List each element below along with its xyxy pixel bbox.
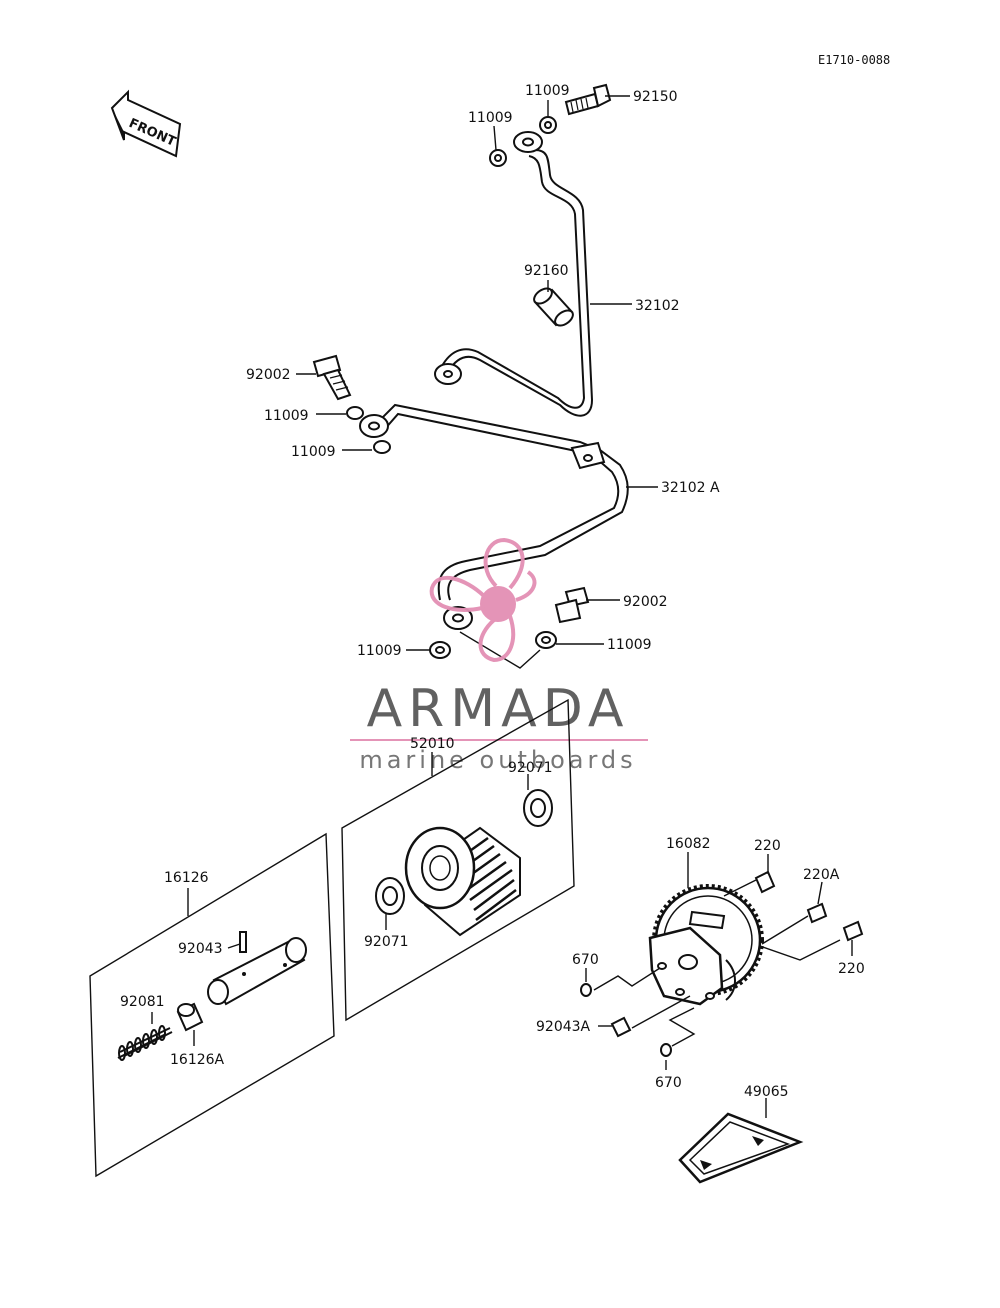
label-670-a: 670	[572, 952, 599, 968]
label-16082: 16082	[666, 836, 711, 852]
label-92002-upper: 92002	[246, 367, 291, 383]
piston-16126A	[176, 1002, 204, 1032]
oil-pump-16082	[648, 884, 764, 1006]
washer-11009-mid-1	[346, 406, 364, 420]
sleeve-92160	[533, 287, 574, 327]
label-670-b: 670	[655, 1075, 682, 1091]
bolt-92002-upper	[312, 354, 352, 401]
label-32102: 32102	[635, 298, 680, 314]
label-92160: 92160	[524, 263, 569, 279]
oil-filter-52010	[404, 826, 521, 937]
bolt-92150	[564, 83, 612, 116]
label-11009-top-left: 11009	[468, 110, 513, 126]
label-16126: 16126	[164, 870, 209, 886]
oil-filter-group	[341, 698, 575, 1022]
bolt-92002-lower	[554, 586, 590, 624]
relief-valve-group	[89, 832, 335, 1178]
propeller-icon	[429, 537, 537, 663]
diagram-code: E1710-0088	[818, 53, 890, 67]
brand-name: ARMADA	[367, 679, 630, 739]
label-52010: 52010	[410, 736, 455, 752]
label-92071-upper: 92071	[508, 760, 553, 776]
bolt-220A	[806, 902, 828, 924]
washer-11009-mid-2	[373, 440, 391, 454]
armada-logo: ARMADA marine outboards	[350, 537, 648, 774]
gasket-49065	[678, 1112, 804, 1184]
label-11009-mid-2: 11009	[291, 444, 336, 460]
valve-16126	[207, 937, 307, 1006]
part-labels: 11009 92150 11009 92160 32102 92002 1100…	[120, 83, 865, 1100]
oil-pipe-32102	[434, 131, 594, 417]
label-92043: 92043	[178, 941, 223, 957]
label-16126A: 16126A	[170, 1052, 225, 1068]
label-49065: 49065	[744, 1084, 789, 1100]
oil-pipe-32102A	[359, 403, 629, 630]
label-11009-mid-1: 11009	[264, 408, 309, 424]
label-92002-lower: 92002	[623, 594, 668, 610]
bolt-220-b	[842, 920, 864, 942]
label-92043A: 92043A	[536, 1019, 591, 1035]
label-220-a: 220	[754, 838, 781, 854]
label-92081: 92081	[120, 994, 165, 1010]
brand-tagline: marine outboards	[359, 746, 636, 774]
label-92071-lower: 92071	[364, 934, 409, 950]
label-220-b: 220	[838, 961, 865, 977]
label-32102A: 32102 A	[661, 480, 720, 496]
label-11009-top-right: 11009	[525, 83, 570, 99]
oring-670-a	[580, 983, 592, 997]
pin-92043A	[610, 1016, 632, 1038]
label-92150: 92150	[633, 89, 678, 105]
label-11009-low-left: 11009	[357, 643, 402, 659]
front-arrow-icon: FRONT	[110, 89, 182, 158]
bolt-220-a	[754, 870, 776, 894]
label-11009-low-right: 11009	[607, 637, 652, 653]
oring-670-b	[660, 1043, 672, 1057]
label-220A: 220A	[803, 867, 840, 883]
spring-92081	[117, 1025, 173, 1061]
pin-92043	[239, 931, 247, 953]
